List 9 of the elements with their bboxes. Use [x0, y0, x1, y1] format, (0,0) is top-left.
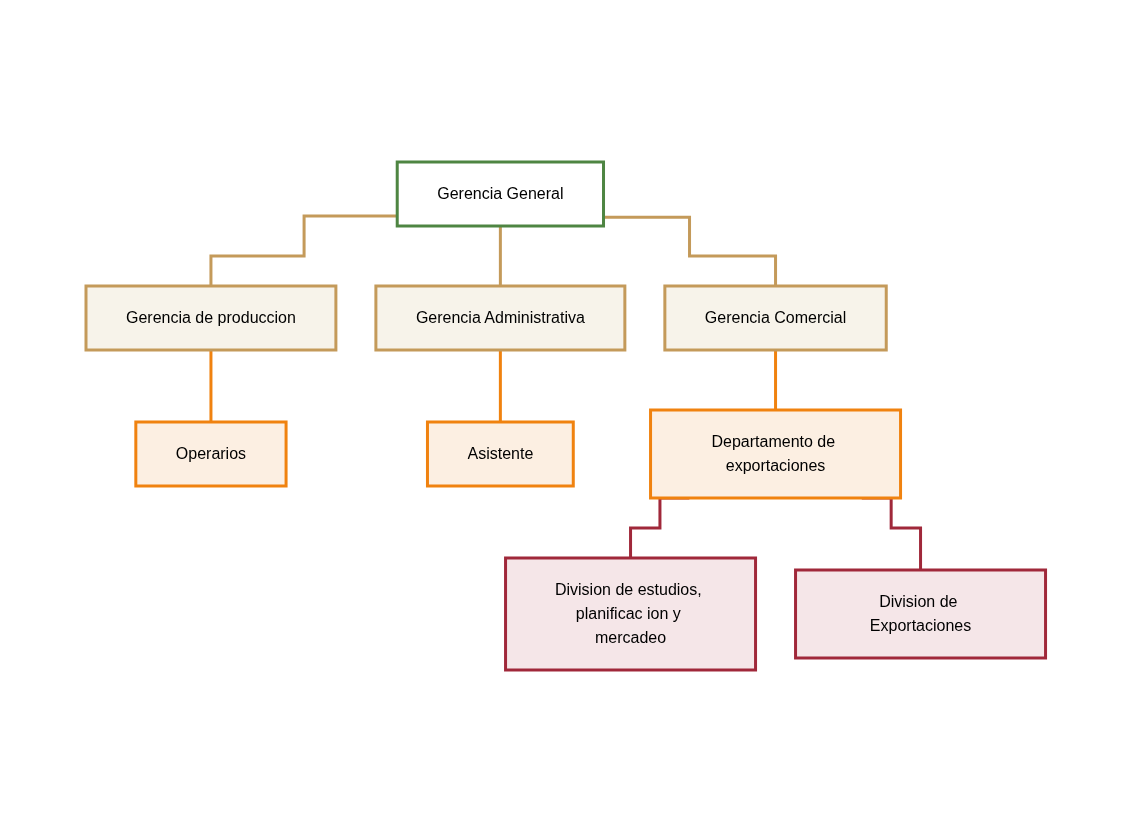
node-box: Division de Exportaciones	[794, 568, 1048, 660]
node-box: Gerencia General	[395, 160, 606, 228]
node-box: Division de estudios, planificac ion y mercadeo	[504, 556, 758, 672]
node-box: Operarios	[134, 420, 288, 488]
node-box: Departamento de exportaciones	[649, 408, 903, 500]
node-box: Gerencia de produccion	[84, 284, 338, 352]
node-box: Gerencia Administrativa	[374, 284, 627, 352]
node-box: Asistente	[426, 420, 575, 488]
node-box: Gerencia Comercial	[663, 284, 888, 352]
